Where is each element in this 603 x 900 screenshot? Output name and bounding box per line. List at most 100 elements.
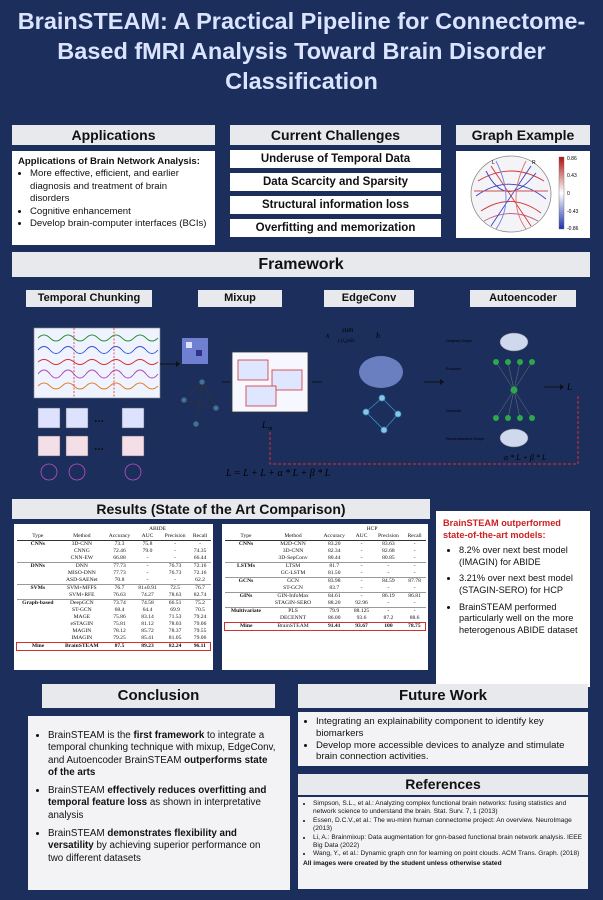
- table-cell: 96.11: [193, 643, 206, 649]
- table-cell: -: [174, 555, 177, 561]
- table-cell: -: [413, 570, 416, 576]
- ae-label: Encoder: [446, 366, 462, 371]
- table-cell: 81.50: [327, 570, 341, 576]
- right-hemisphere-label: R: [532, 160, 536, 166]
- abide-title: ABIDE: [148, 526, 167, 532]
- table-cell: -: [387, 570, 390, 576]
- table-cell: Multivariate: [230, 608, 262, 614]
- table-cell: -: [360, 585, 363, 591]
- table-cell: -: [360, 578, 363, 584]
- table-cell: 73.3: [114, 541, 125, 547]
- stage-label-autoencoder: Autoencoder: [470, 290, 576, 307]
- table-cell: 85.41: [141, 635, 154, 641]
- conclusion-panel: BrainSTEAM is the first framework to int…: [28, 716, 290, 890]
- table-cell: 77.73: [113, 563, 126, 569]
- graph-example-header: Graph Example: [456, 125, 590, 145]
- table-cell: 82.34: [327, 548, 341, 554]
- hcp-title: HCP: [366, 526, 378, 532]
- table-cell: 73.74: [113, 600, 126, 606]
- table-cell: 100: [384, 623, 393, 629]
- table-cell: -: [360, 593, 363, 599]
- challenge-item: Data Scarcity and Sparsity: [230, 173, 441, 191]
- table-cell: DeepGCN: [70, 600, 94, 606]
- table-cell: [225, 570, 268, 578]
- table-cell: -: [413, 541, 416, 547]
- table-cell: -: [146, 563, 149, 569]
- column-header: AUC: [141, 533, 154, 539]
- conclusion-item: BrainSTEAM effectively reduces overfitti…: [48, 785, 278, 822]
- table-cell: -: [413, 555, 416, 561]
- table-cell: -: [413, 608, 416, 614]
- total-loss-formula: L = L + L + α * L + β * L: [225, 468, 331, 479]
- table-cell: 77.73: [113, 570, 126, 576]
- table-cell: 79.06: [193, 635, 207, 641]
- table-cell: DNN: [75, 563, 88, 569]
- table-cell: ASD-SAENet: [65, 577, 98, 583]
- table-cell: -: [387, 563, 390, 569]
- applications-item: Develop brain-computer interfaces (BCIs): [30, 218, 209, 230]
- table-cell: -: [413, 600, 416, 606]
- table-cell: Graph-based: [22, 600, 54, 606]
- colorbar-tick: 0.86: [567, 156, 577, 162]
- table-cell: 86.81: [408, 593, 421, 599]
- table-cell: 83.7: [329, 585, 340, 591]
- table-cell: 86.19: [382, 593, 395, 599]
- applications-panel: Applications of Brain Network Analysis: …: [12, 151, 215, 245]
- challenge-item: Structural information loss: [230, 196, 441, 214]
- table-cell: 83.20: [327, 541, 341, 547]
- colorbar: [558, 156, 565, 230]
- table-cell: 87.5: [114, 643, 125, 649]
- table-cell: 69.9: [170, 607, 180, 613]
- table-cell: -: [387, 585, 390, 591]
- table-cell: 82.74: [193, 592, 207, 598]
- abide-table-panel: ABIDE Type Method Accuracy AUC Precision…: [14, 524, 213, 670]
- references-header: References: [298, 774, 588, 795]
- poster-title: BrainSTEAM: A Practical Pipeline for Con…: [17, 8, 586, 94]
- table-cell: 76.7: [195, 585, 205, 591]
- table-cell: 72.46: [113, 548, 126, 554]
- edgeconv-formula-theta: h: [376, 331, 380, 340]
- table-cell: eSTAGIN: [70, 621, 94, 627]
- stage-label-edgeconv: EdgeConv: [324, 290, 414, 307]
- table-cell: CNN-EW: [70, 555, 94, 561]
- table-cell: CNNs: [238, 541, 254, 547]
- table-cell: DNNs: [30, 563, 45, 569]
- challenge-item: Underuse of Temporal Data: [230, 150, 441, 168]
- table-cell: [17, 621, 60, 628]
- table-cell: [17, 548, 60, 555]
- table-cell: 72.5: [170, 585, 180, 591]
- table-cell: 81.05: [168, 635, 182, 641]
- applications-item: More effective, efficient, and earlier d…: [30, 168, 209, 205]
- table-cell: 64.4: [142, 607, 153, 613]
- table-cell: 83.63: [382, 541, 395, 547]
- table-cell: MAGE: [73, 614, 91, 620]
- table-cell: 76.63: [113, 592, 126, 598]
- table-cell: 75.2: [195, 600, 205, 606]
- table-cell: [17, 570, 60, 577]
- table-cell: 75.8: [142, 541, 153, 547]
- hcp-table: HCP Type Method Accuracy AUC Precision R…: [224, 526, 426, 631]
- applications-subtitle: Applications of Brain Network Analysis:: [18, 156, 200, 167]
- table-cell: [17, 577, 60, 585]
- table-cell: 87.78: [408, 578, 421, 584]
- table-cell: -: [174, 541, 177, 547]
- reference-item: Essen, D.C.V.,et al.: The wu-minn human …: [313, 817, 583, 833]
- table-cell: [225, 615, 268, 623]
- table-cell: -: [413, 563, 416, 569]
- column-header: Method: [73, 533, 91, 539]
- sota-item: 8.2% over next best model (IMAGIN) for A…: [459, 545, 583, 568]
- table-cell: DECENNT: [279, 615, 307, 621]
- table-cell: 72.16: [193, 570, 207, 576]
- hcp-mine-row: Mine BrainSTEAM 91.41 93.67 100 78.75: [224, 622, 426, 631]
- table-cell: 79.0: [142, 548, 153, 554]
- table-cell: LSTMs: [236, 563, 255, 569]
- graph-example-panel: L R 0.86 0.43 0 -0.43 -0.86: [456, 151, 590, 238]
- table-cell: 75.86: [113, 614, 126, 620]
